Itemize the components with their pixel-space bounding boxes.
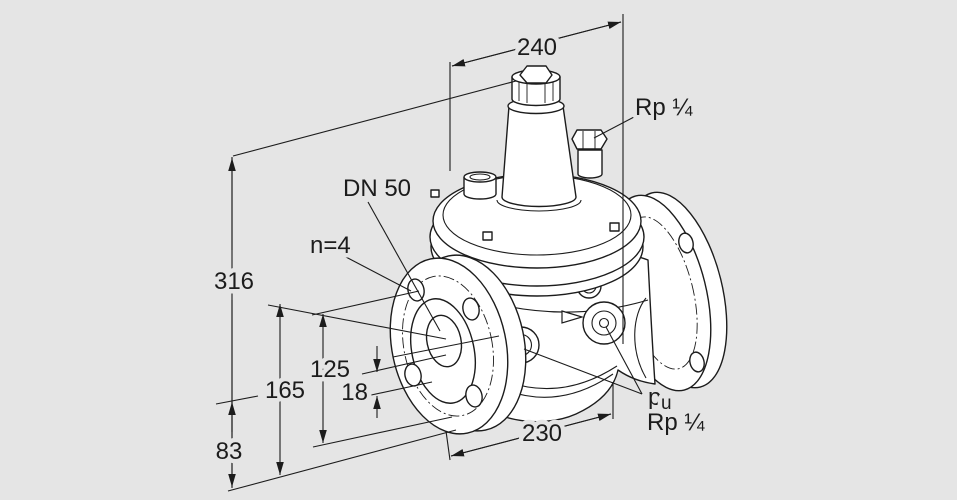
rp14-bottom-label: Rp ¼ (647, 409, 705, 436)
dimension-316-83: 316 83 (209, 157, 259, 488)
baseline (227, 429, 457, 492)
bolt-circle (402, 275, 494, 417)
dimension-230: 230 (445, 382, 614, 461)
dn50-label: DN 50 (343, 175, 411, 202)
inlet-bolt-hole (465, 384, 483, 408)
cap-hex-nut (519, 65, 553, 84)
annotation-bolt-count: n=4 (306, 228, 412, 292)
flange-bore (425, 314, 463, 368)
annotation-dn50: DN 50 (339, 171, 441, 332)
annotation-pu-taps: p u Rp ¼ (523, 326, 710, 441)
top-extension-line (232, 80, 517, 157)
spring-tower (496, 65, 582, 212)
dim-125-label: 125 (310, 356, 350, 383)
outlet-bolt-hole (678, 232, 694, 254)
flow-direction-arrow-icon (561, 310, 585, 324)
pressure-test-plug-right (582, 301, 626, 345)
dim-165-label: 165 (265, 377, 305, 404)
pu-sub-label: u (661, 393, 672, 414)
bolt-count-label: n=4 (310, 232, 351, 259)
dim-240-label: 240 (517, 34, 557, 61)
dim-83-label: 83 (216, 438, 243, 465)
dim-230-label: 230 (522, 420, 562, 447)
annotation-rp14-top: Rp ¼ (593, 90, 698, 139)
dimension-165: 165 (260, 304, 447, 475)
housing-bolt (482, 231, 493, 241)
pu-label: p (648, 384, 661, 411)
adjustment-cap (511, 65, 561, 107)
outlet-bolt-hole (689, 351, 705, 373)
inlet-bolt-hole (462, 297, 480, 321)
inlet-flange (389, 254, 527, 435)
housing-bolt (430, 189, 440, 198)
vent-port (463, 171, 497, 200)
dimension-18: 18 (337, 346, 447, 418)
dim-316-label: 316 (214, 268, 254, 295)
dimension-125: 125 (305, 290, 453, 448)
housing-bolt (609, 222, 620, 232)
dimension-240: 240 (449, 14, 624, 344)
dim-18-label: 18 (341, 379, 368, 406)
rp14-top-label: Rp ¼ (635, 94, 693, 121)
top-fitting (571, 129, 608, 179)
